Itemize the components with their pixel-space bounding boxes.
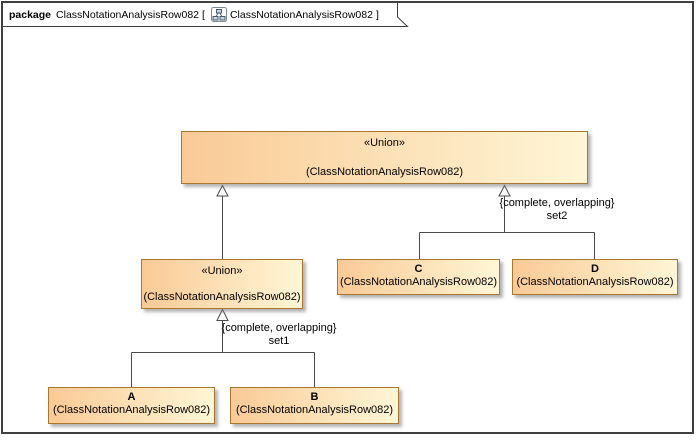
set-constraint-label: {complete, overlapping} (221, 322, 337, 334)
class-node-a[interactable]: A (ClassNotationAnalysisRow082) (48, 387, 215, 424)
class-name-label: D (591, 263, 599, 275)
class-diagram-icon (210, 6, 227, 22)
diagram-header: package ClassNotationAnalysisRow082 [ Cl… (9, 6, 382, 23)
generalization-set-label-set1[interactable]: {complete, overlapping} set1 (221, 322, 337, 348)
owner-package-label: (ClassNotationAnalysisRow082) (339, 276, 498, 288)
diagram-kind-label: package (9, 8, 52, 21)
generalization-set-label-set2[interactable]: {complete, overlapping} set2 (498, 197, 616, 223)
package-name: ClassNotationAnalysisRow082 (56, 8, 200, 21)
diagram-frame (1, 1, 694, 434)
stereotype-label: «Union» (201, 265, 243, 277)
owner-package-label: (ClassNotationAnalysisRow082) (52, 404, 211, 416)
set-name-label: set1 (268, 335, 290, 347)
owner-package-label: (ClassNotationAnalysisRow082) (305, 166, 464, 178)
class-name-label: A (127, 391, 136, 403)
class-node-union-mid[interactable]: «Union» (ClassNotationAnalysisRow082) (141, 259, 303, 309)
class-node-union-top[interactable]: «Union» (ClassNotationAnalysisRow082) (181, 131, 588, 184)
class-name-label: B (310, 391, 319, 403)
class-node-b[interactable]: B (ClassNotationAnalysisRow082) (230, 387, 399, 424)
set-constraint-label: {complete, overlapping} (499, 197, 615, 209)
close-bracket: ] (375, 8, 379, 21)
set-name-label: set2 (546, 210, 568, 222)
class-node-c[interactable]: C (ClassNotationAnalysisRow082) (337, 259, 500, 295)
owner-package-label: (ClassNotationAnalysisRow082) (516, 276, 674, 288)
diagram-name: ClassNotationAnalysisRow082 (229, 8, 373, 21)
stereotype-label: «Union» (364, 137, 405, 149)
owner-package-label: (ClassNotationAnalysisRow082) (143, 291, 301, 303)
class-node-d[interactable]: D (ClassNotationAnalysisRow082) (512, 259, 678, 295)
class-name-label: C (414, 263, 423, 275)
open-bracket: [ (202, 8, 205, 21)
owner-package-label: (ClassNotationAnalysisRow082) (235, 404, 394, 416)
